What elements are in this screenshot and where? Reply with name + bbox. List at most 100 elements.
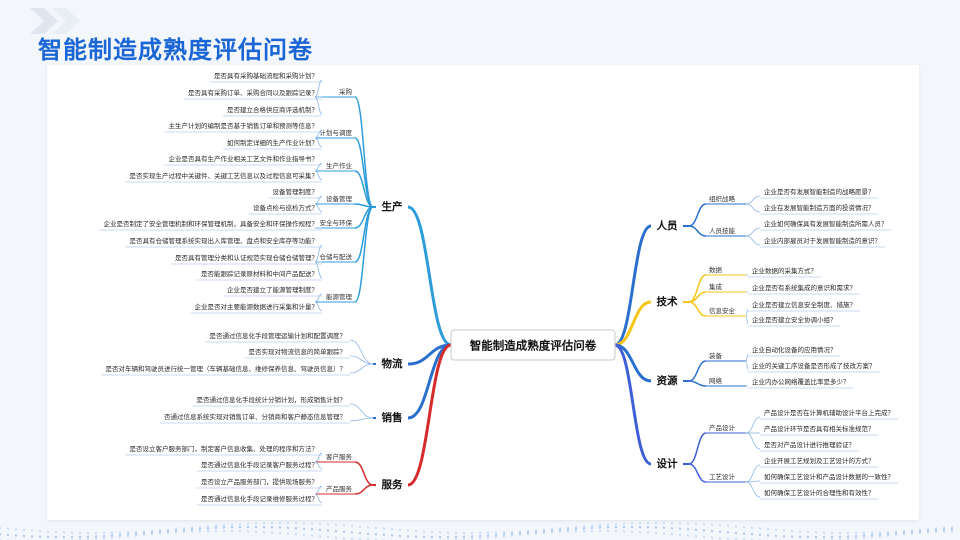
wave-dot xyxy=(486,536,490,539)
wave-dot xyxy=(462,535,466,538)
group-connector xyxy=(354,170,374,208)
leaf-connector xyxy=(349,363,374,374)
group-label: 设备管理 xyxy=(326,194,353,203)
wave-dot xyxy=(798,535,802,538)
wave-dot xyxy=(0,533,2,536)
group-connector xyxy=(688,301,707,317)
wave-dot xyxy=(302,533,306,537)
wave-dot xyxy=(942,526,946,529)
branch-connector-7 xyxy=(614,343,652,466)
wave-dot xyxy=(150,532,154,536)
wave-dot xyxy=(398,534,402,537)
leaf-connector xyxy=(745,353,749,362)
wave-dot xyxy=(478,531,482,535)
wave-dot xyxy=(6,527,10,530)
wave-dot xyxy=(230,523,234,526)
wave-dot xyxy=(542,528,546,531)
wave-dot xyxy=(678,527,682,530)
wave-dot xyxy=(862,534,866,537)
wave-dot xyxy=(270,521,274,525)
wave-dot xyxy=(510,534,514,537)
wave-dot xyxy=(310,522,314,525)
wave-dot xyxy=(422,530,426,533)
wave-dot xyxy=(238,530,242,533)
leaf-item: 是否实现生产过程中关键件、关键工艺信息以及过程信息可采集？ xyxy=(130,171,319,180)
wave-dot xyxy=(422,535,426,538)
wave-dot xyxy=(502,535,506,538)
leaf-connector xyxy=(314,301,323,312)
wave-dot xyxy=(438,535,442,539)
wave-dot xyxy=(62,531,66,534)
wave-dot xyxy=(318,535,322,538)
group-label: 工艺设计 xyxy=(709,472,736,481)
branch-label: 生产 xyxy=(382,200,403,213)
wave-dot xyxy=(870,531,874,534)
wave-dot xyxy=(198,527,202,530)
wave-dot xyxy=(654,521,658,525)
group-connector xyxy=(354,461,374,486)
wave-dot xyxy=(630,522,634,525)
wave-dot xyxy=(494,535,498,538)
wave-dot xyxy=(710,529,714,533)
group-label: 安全与环保 xyxy=(320,218,353,227)
leaf-item: 是否具有采购订单、采购合同以及跟踪记录？ xyxy=(188,88,318,97)
wave-dot xyxy=(350,537,354,540)
wave-dot xyxy=(206,530,210,533)
wave-dot xyxy=(686,522,690,525)
wave-dot xyxy=(142,530,146,533)
wave-dot xyxy=(774,528,778,531)
wave-dot xyxy=(670,522,674,525)
wave-dot xyxy=(614,523,618,526)
wave-dot xyxy=(382,533,386,536)
leaf-item: 企业是否有发展智能制造的战略愿景？ xyxy=(764,187,875,196)
wave-dot xyxy=(782,535,786,538)
wave-dot xyxy=(558,530,562,534)
leaf-item: 是否具有采购基础流程和采购计划？ xyxy=(214,71,318,80)
wave-dot xyxy=(142,533,146,536)
leaf-item: 是否设立客户服务部门，制定客户信息收集、处理的程序和方法？ xyxy=(130,444,319,453)
group-label: 数据 xyxy=(709,265,723,274)
wave-dot xyxy=(166,528,170,531)
leaf-item: 是否具有管理分类和认证规范实现仓储仓储管理？ xyxy=(175,253,318,262)
wave-dot xyxy=(646,526,650,529)
wave-dot xyxy=(870,535,874,538)
wave-dot xyxy=(222,529,226,533)
wave-dot xyxy=(14,528,18,531)
wave-dot xyxy=(694,522,698,525)
leaf-item: 是否实现对物流信息的简单跟踪？ xyxy=(249,347,347,356)
leaf-item: 企业是否建立安全协调小组？ xyxy=(752,315,837,324)
wave-dot xyxy=(78,531,82,534)
wave-dot xyxy=(518,530,522,533)
wave-dot xyxy=(846,535,850,538)
wave-dot xyxy=(414,529,418,533)
wave-dot xyxy=(126,533,130,536)
wave-dot xyxy=(934,527,938,530)
group-connector xyxy=(688,360,707,382)
wave-dot xyxy=(350,524,354,528)
wave-dot xyxy=(934,528,938,532)
wave-dot xyxy=(878,533,882,536)
group-label: 产品设计 xyxy=(709,423,736,432)
wave-dot xyxy=(622,525,626,529)
leaf-item: 企业是否制定了安全管理机制和环保管理机制，具备安全和环保操作规程？ xyxy=(104,219,319,228)
wave-dot xyxy=(838,535,842,538)
wave-dot xyxy=(518,532,522,535)
wave-dot xyxy=(510,532,514,536)
group-label: 人员技能 xyxy=(709,226,736,235)
wave-dot xyxy=(366,532,370,535)
wave-dot xyxy=(70,531,74,534)
wave-dot xyxy=(278,532,282,535)
wave-dot xyxy=(646,531,650,534)
wave-dot xyxy=(550,528,554,531)
wave-dot xyxy=(254,525,258,529)
wave-dot xyxy=(502,533,506,536)
wave-dot xyxy=(406,529,410,532)
wave-dot xyxy=(638,525,642,529)
wave-dot xyxy=(286,526,290,529)
wave-dot xyxy=(198,530,202,533)
wave-dot xyxy=(614,530,618,533)
leaf-item: 是否能跟踪记录原材料和中间产品配送？ xyxy=(201,269,318,278)
wave-dot xyxy=(0,526,2,530)
wave-dot xyxy=(326,535,330,539)
leaf-connector xyxy=(314,137,323,148)
